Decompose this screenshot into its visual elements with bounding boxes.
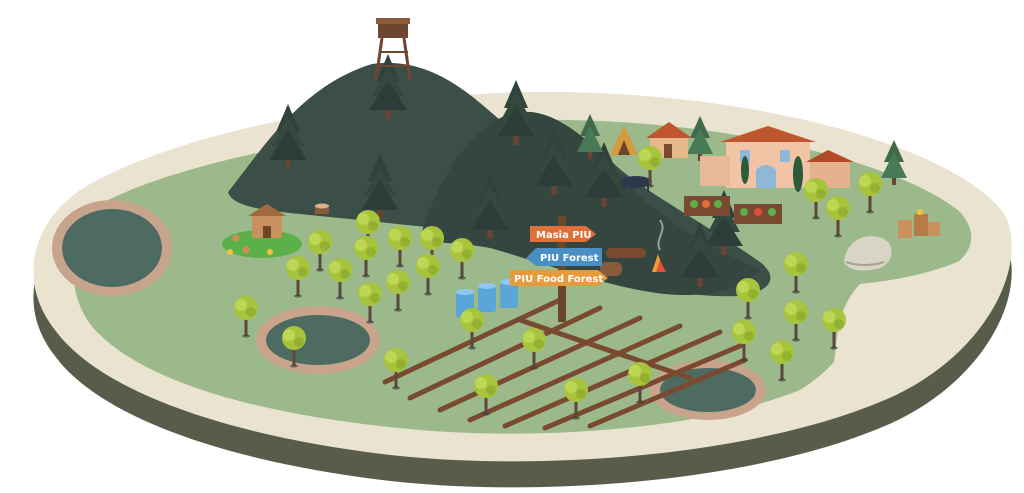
sign-piu-forest-label: PIU Forest (540, 253, 599, 264)
tree-stump-icon (315, 203, 329, 214)
sign-masia-piu[interactable]: Masia PIU (530, 226, 596, 242)
watch-tower-icon (374, 18, 412, 81)
farmhouse-icon (700, 126, 854, 188)
mountain-front (420, 111, 760, 296)
sign-masia-piu-label: Masia PIU (536, 230, 591, 241)
pond-middle (256, 306, 380, 374)
sand-clearing-right (830, 250, 982, 394)
sign-piu-food-forest-label: PIU Food Forest (514, 274, 603, 285)
beehive-icon (898, 209, 940, 238)
cypress-trees (741, 156, 803, 192)
log-swale-grid (382, 297, 748, 431)
signpost: Masia PIU PIU Forest PIU Food Forest (510, 216, 608, 322)
garden-bed-2 (734, 204, 782, 224)
campfire-icon (600, 219, 666, 276)
chicken-coop-icon (222, 204, 302, 258)
sign-piu-forest[interactable]: PIU Forest (526, 248, 602, 266)
mountain-range (228, 62, 771, 297)
a-frame-tent-icon (610, 126, 638, 155)
pond-left (52, 200, 172, 296)
sign-piu-food-forest[interactable]: PIU Food Forest (510, 270, 608, 286)
garden-bed-1 (684, 196, 730, 216)
boulder-icon (844, 236, 892, 271)
